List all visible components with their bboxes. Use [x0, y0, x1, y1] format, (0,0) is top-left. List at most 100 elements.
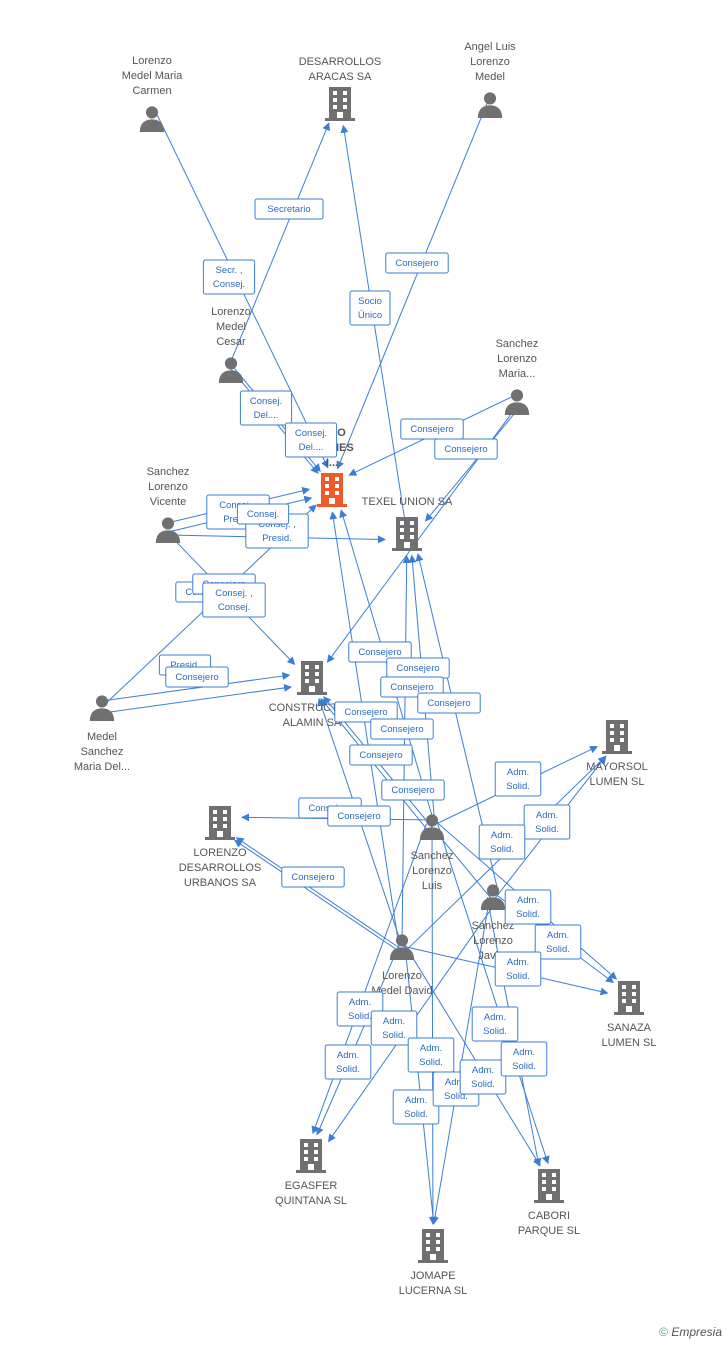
edge-label-text: Del.... [299, 442, 324, 453]
edge-label-box [434, 438, 498, 460]
edge-label[interactable]: Consejero [349, 744, 413, 766]
node-label: LORENZO [193, 847, 247, 859]
node-label: Medel David [371, 985, 432, 997]
node-label: CABORI [528, 1210, 570, 1222]
edge-line [102, 683, 293, 714]
edge-label-box [284, 422, 338, 458]
edge-line [235, 837, 401, 949]
edge-label-text: Consejero [344, 707, 387, 718]
edge-label[interactable]: Consejero [348, 641, 412, 663]
edge-label-text: Consejero [175, 672, 218, 683]
edge-label[interactable]: Secretario [254, 198, 324, 220]
edge-label[interactable]: Consejero [385, 252, 449, 274]
edge-label-box [239, 390, 293, 426]
edge-label[interactable]: Adm.Solid. [504, 889, 552, 925]
edge-label-text: Solid. [348, 1011, 372, 1022]
edge-label[interactable]: Consejero [334, 701, 398, 723]
edge-label-text: Adm. [405, 1095, 427, 1106]
node-label: ARACAS SA [309, 71, 373, 83]
edge-label-text: Único [358, 310, 382, 321]
edge-label-box [459, 1059, 507, 1095]
edge-label[interactable]: Consejero [370, 718, 434, 740]
node-label: Angel Luis [464, 41, 516, 53]
edge-label-box [494, 951, 542, 987]
edge-label[interactable]: Adm.Solid. [494, 761, 542, 797]
edge-label-text: Solid. [471, 1079, 495, 1090]
brand-logo[interactable]: Empresia [671, 1325, 722, 1339]
edge-label-text: Solid. [506, 781, 530, 792]
edge-label[interactable]: Adm.Solid. [407, 1037, 455, 1073]
edge-label[interactable]: Consejero [434, 438, 498, 460]
edge-label-box [348, 641, 412, 663]
node-label: Lorenzo [470, 56, 510, 68]
edge-label-box [202, 259, 256, 295]
edge-label-box [417, 692, 481, 714]
edge-label[interactable]: Consejero [386, 657, 450, 679]
node-sanchez-lorenzo-maria[interactable]: SanchezLorenzoMaria... [496, 338, 539, 415]
edge-label-text: Solid. [535, 824, 559, 835]
edge-label-text: Consejero [427, 698, 470, 709]
node-construct-alamin[interactable]: CONSTRUCTO...ALAMIN SA [269, 661, 356, 729]
edge-label[interactable]: Adm. Solid. [392, 1089, 440, 1125]
edge-label-box [327, 805, 391, 827]
edge-line [404, 944, 541, 1167]
edge-label[interactable]: Adm.Solid. [370, 1010, 418, 1046]
edge-label[interactable]: Consej.Del.... [239, 390, 293, 426]
edge-label[interactable]: Adm.Solid. [534, 924, 582, 960]
node-label: Luis [422, 880, 443, 892]
node-texel-union[interactable]: TEXEL UNION SA [362, 496, 453, 551]
building-icon [325, 87, 355, 121]
edge-label[interactable]: Adm.Solid. [523, 804, 571, 840]
edge-label-text: Solid. [404, 1109, 428, 1120]
edge-label[interactable]: Consejero [417, 692, 481, 714]
edge-label-text: Consej. , [215, 588, 253, 599]
edge-label-text: Consejero [359, 750, 402, 761]
edge-label[interactable]: Consej.Del.... [284, 422, 338, 458]
edge-label[interactable]: Consej. , Consej. [202, 582, 266, 618]
edge-label[interactable]: Adm.Solid. [478, 824, 526, 860]
edge-label[interactable]: Secr. ,Consej. [202, 259, 256, 295]
edge-line [428, 825, 437, 1226]
edge-label-text: Socio [358, 296, 382, 307]
edge-label-box [478, 824, 526, 860]
node-label: ALAMIN SA [283, 717, 342, 729]
edge-label[interactable]: Adm.Solid. [471, 1006, 519, 1042]
edge-label[interactable]: Consej. [236, 503, 290, 525]
edge-label-box [523, 804, 571, 840]
edge-label[interactable]: Consejero [281, 866, 345, 888]
edge-label-text: Secretario [267, 204, 310, 215]
edge-label-text: Consejero [358, 647, 401, 658]
edge-label-box [202, 582, 266, 618]
edge-label-text: Consej. [218, 602, 250, 613]
node-label: Sanchez [472, 920, 515, 932]
edge-label-box [534, 924, 582, 960]
edge-line [227, 122, 330, 369]
edge-label[interactable]: Consejero [400, 418, 464, 440]
edge-label[interactable]: Adm.Solid. [500, 1041, 548, 1077]
edge-label[interactable]: Adm.Solid. [324, 1044, 372, 1080]
edge-label[interactable]: Adm.Solid. [459, 1059, 507, 1095]
edge-label[interactable]: Consejero [165, 666, 229, 688]
node-label: TEXEL UNION SA [362, 496, 453, 508]
edge-label[interactable]: Consejero [381, 779, 445, 801]
edge-label[interactable]: Adm.Solid. [494, 951, 542, 987]
edge-label[interactable]: Consejero [380, 676, 444, 698]
edge-label[interactable]: Consejero [327, 805, 391, 827]
node-label: I... [326, 457, 338, 469]
node-label: QUINTANA SL [275, 1195, 347, 1207]
